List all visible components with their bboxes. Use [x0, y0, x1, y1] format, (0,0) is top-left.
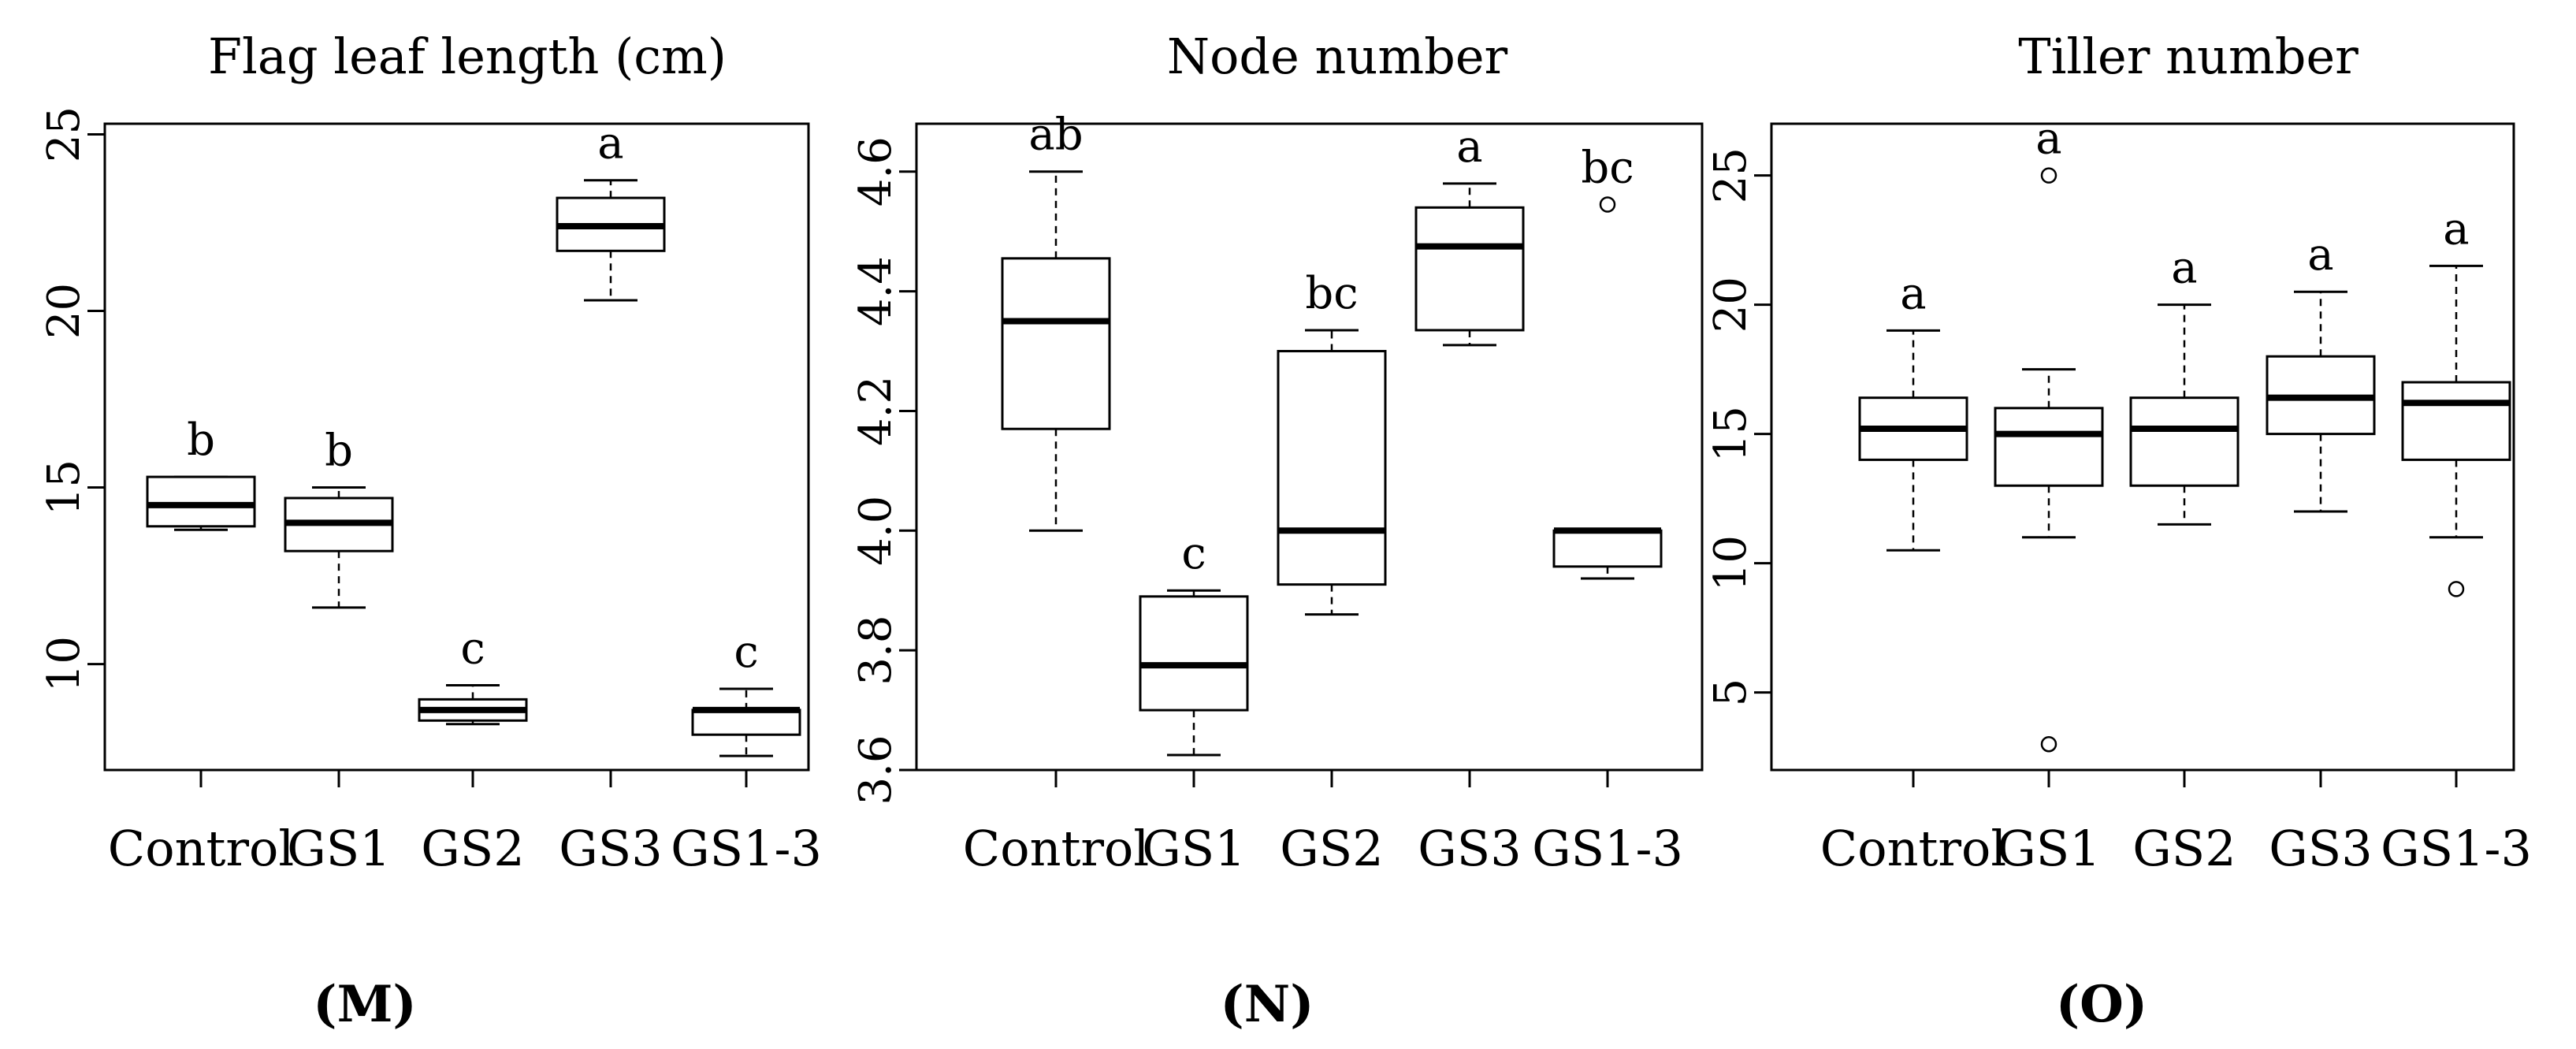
y-tick-label: 3.8	[850, 616, 901, 686]
significance-letter: bc	[1581, 143, 1634, 194]
chart-title: Tiller number	[2018, 28, 2359, 85]
y-tick-label: 5	[1705, 679, 1756, 707]
x-category-label: GS1-3	[2381, 820, 2532, 877]
significance-letter: bc	[1305, 268, 1358, 319]
significance-letter: a	[2035, 113, 2061, 165]
outlier-point	[2040, 735, 2057, 753]
significance-letter: c	[460, 623, 485, 674]
outlier-point	[2040, 167, 2057, 184]
x-category-label: Control	[1820, 820, 2006, 877]
box-iqr	[1552, 529, 1663, 568]
significance-letter: a	[597, 118, 623, 169]
box-iqr	[691, 709, 801, 736]
box-iqr	[1414, 206, 1525, 332]
x-category-label: GS3	[2269, 820, 2372, 877]
panel-label: (N)	[1220, 975, 1314, 1034]
y-tick-label: 10	[1705, 535, 1756, 591]
y-tick-label: 15	[39, 459, 90, 515]
outlier-point	[2448, 581, 2465, 597]
y-tick-label: 4.2	[850, 376, 901, 446]
x-category-label: GS2	[421, 820, 524, 877]
x-category-label: GS2	[2132, 820, 2236, 877]
x-category-label: GS3	[559, 820, 662, 877]
x-category-label: GS1	[1997, 820, 2100, 877]
x-category-label: Control	[963, 820, 1149, 877]
y-tick-label: 25	[1705, 147, 1756, 203]
significance-letter: c	[734, 627, 758, 678]
x-category-label: GS3	[1418, 820, 1521, 877]
y-tick-label: 4.6	[850, 136, 901, 206]
plot-frame	[103, 122, 810, 772]
x-category-label: GS1	[1142, 820, 1245, 877]
y-tick-label: 10	[39, 636, 90, 692]
box-iqr	[2401, 381, 2511, 461]
box-iqr	[1994, 407, 2104, 487]
chart-title: Flag leaf length (cm)	[208, 28, 727, 85]
x-category-label: GS1	[287, 820, 390, 877]
panel-label: (O)	[2056, 975, 2147, 1034]
significance-letter: b	[325, 426, 353, 477]
x-category-label: GS1-3	[671, 820, 822, 877]
panel-label: (M)	[313, 975, 416, 1034]
y-tick-label: 15	[1705, 406, 1756, 462]
significance-letter: a	[2443, 203, 2469, 255]
plot-frame	[1770, 122, 2515, 772]
box-iqr	[2129, 396, 2240, 487]
significance-letter: c	[1181, 528, 1206, 579]
significance-letter: a	[2307, 229, 2333, 281]
y-tick-label: 20	[1705, 277, 1756, 333]
y-tick-label: 25	[39, 106, 90, 162]
y-tick-label: 4.0	[850, 496, 901, 566]
significance-letter: a	[1900, 268, 1926, 319]
box-iqr	[1277, 350, 1387, 586]
y-tick-label: 4.4	[850, 256, 901, 326]
x-category-label: GS1-3	[1532, 820, 1683, 877]
y-tick-label: 3.6	[850, 735, 901, 805]
plot-frame	[915, 122, 1704, 772]
box-iqr	[146, 475, 256, 528]
significance-letter: a	[1456, 121, 1482, 173]
y-tick-label: 20	[39, 283, 90, 339]
outlier-point	[1599, 196, 1616, 213]
significance-letter: a	[2171, 243, 2197, 294]
box-iqr	[1139, 595, 1249, 712]
significance-letter: b	[187, 415, 215, 466]
chart-title: Node number	[1167, 28, 1508, 85]
x-category-label: Control	[108, 820, 294, 877]
box-iqr	[1001, 257, 1111, 430]
x-category-label: GS2	[1280, 820, 1383, 877]
significance-letter: ab	[1028, 110, 1083, 161]
